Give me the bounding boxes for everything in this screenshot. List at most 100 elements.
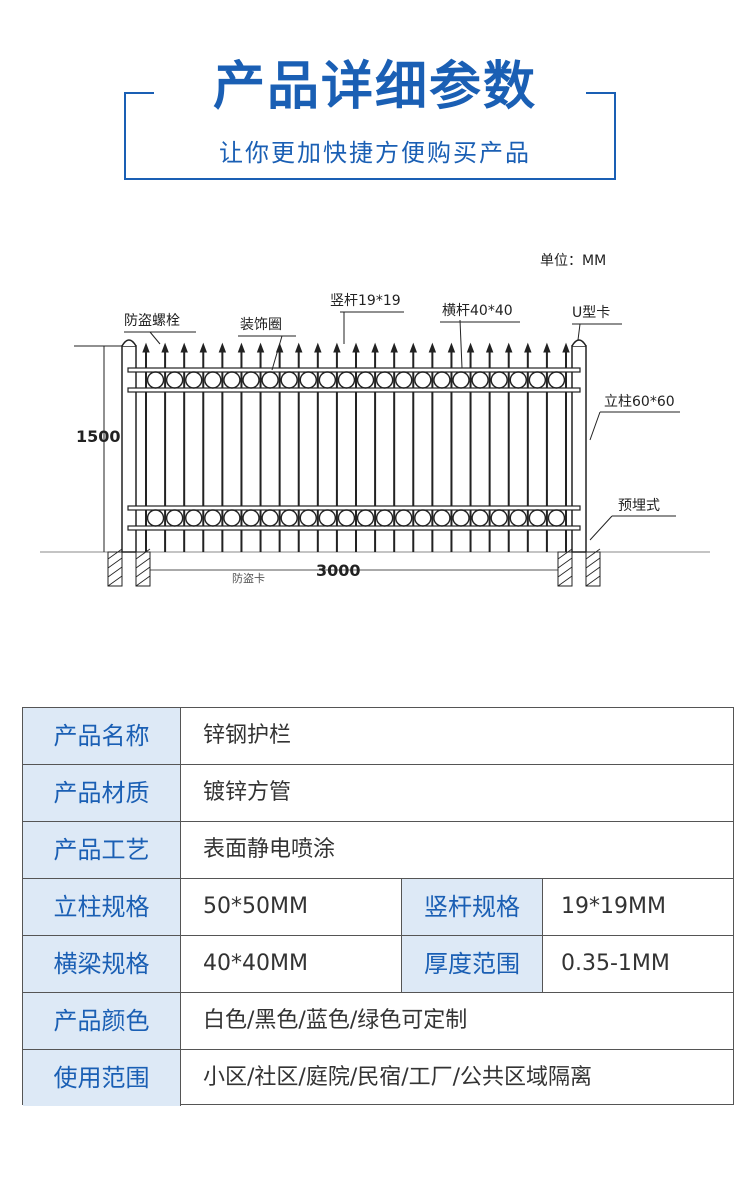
leader-line <box>589 515 613 541</box>
picket-spear <box>333 342 341 353</box>
decorative-ring <box>490 509 508 527</box>
picket-spear <box>543 342 551 353</box>
vertical-bar-label: 竖杆19*19 <box>330 293 401 309</box>
leader-line <box>577 323 581 341</box>
fence-diagram: 单位：MM 防盗螺栓 装饰圈 竖杆19*19 横杆40*40 U型卡 立柱60*… <box>0 240 750 610</box>
decorative-ring <box>185 509 203 527</box>
decorative-ring <box>375 371 394 389</box>
spec-value: 镀锌方管 <box>203 780 292 805</box>
decorative-ring <box>528 371 547 389</box>
decorative-ring <box>299 509 317 527</box>
decorative-ring <box>280 371 298 389</box>
decorative-ring <box>337 509 356 527</box>
decorative-ring <box>452 371 470 389</box>
spec-row-process: 产品工艺 表面静电喷涂 <box>23 822 733 879</box>
decorative-ring <box>318 509 337 527</box>
spec-row-color: 产品颜色 白色/黑色/蓝色/绿色可定制 <box>23 993 733 1050</box>
decorative-ring <box>165 371 184 389</box>
leader-line <box>589 411 601 441</box>
fence-post <box>571 345 587 553</box>
width-dimension-label: 3000 <box>316 561 361 580</box>
picket-spear <box>409 342 417 353</box>
spec-row-beam-size: 横梁规格 40*40MM 厚度范围 0.35-1MM <box>23 936 733 993</box>
decorative-ring <box>395 509 413 527</box>
spec-value-secondary: 19*19MM <box>561 894 666 919</box>
picket-spear <box>524 342 532 353</box>
decorative-ring <box>395 371 413 389</box>
picket-spear <box>390 342 398 353</box>
decorative-ring <box>337 371 356 389</box>
footing-hatch <box>135 548 151 560</box>
footing-hatch <box>107 548 123 560</box>
post-cap <box>121 339 137 347</box>
decorative-ring <box>509 371 527 389</box>
spec-row-material: 产品材质 镀锌方管 <box>23 765 733 822</box>
footing-hatch <box>557 548 573 560</box>
fence-post <box>121 345 137 553</box>
spec-row-usage: 使用范围 小区/社区/庭院/民宿/工厂/公共区域隔离 <box>23 1050 733 1107</box>
decorative-ring <box>261 509 279 527</box>
spec-value: 小区/社区/庭院/民宿/工厂/公共区域隔离 <box>203 1065 593 1090</box>
spec-value: 锌钢护栏 <box>203 723 292 748</box>
footing-hatch <box>585 566 601 578</box>
picket-spear <box>466 342 475 353</box>
picket-spear <box>371 342 379 353</box>
spec-label: 立柱规格 <box>23 879 181 935</box>
post-cap <box>571 339 587 347</box>
spec-label: 产品名称 <box>23 708 181 764</box>
decorative-ring <box>223 371 241 389</box>
spec-label: 使用范围 <box>23 1050 181 1106</box>
decorative-ring <box>414 371 432 389</box>
page-title: 产品详细参数 <box>212 57 537 117</box>
footing-hatch <box>135 557 151 569</box>
decorative-ring <box>204 371 222 389</box>
picket-spear <box>218 342 227 353</box>
spec-row-name: 产品名称 锌钢护栏 <box>23 708 733 765</box>
decorative-ring <box>375 509 394 527</box>
decorative-ring <box>242 371 260 389</box>
decorative-ring <box>433 371 451 389</box>
footing-hatch <box>135 575 151 587</box>
header-frame <box>124 92 616 180</box>
spec-value: 白色/黑色/蓝色/绿色可定制 <box>203 1008 468 1033</box>
picket-spear <box>256 342 265 353</box>
decorative-ring <box>528 509 547 527</box>
picket-spear <box>295 342 303 353</box>
anti-theft-bolt-label: 防盗螺栓 <box>124 313 180 329</box>
decorative-ring <box>185 371 203 389</box>
leader-line <box>271 335 283 371</box>
footing-hatch <box>585 548 601 560</box>
picket-spear <box>562 342 570 353</box>
footing-hatch <box>135 566 151 578</box>
post-label: 立柱60*60 <box>604 394 675 410</box>
decorative-ring <box>452 509 470 527</box>
footing-hatch <box>557 557 573 569</box>
decorative-ring <box>223 509 241 527</box>
height-dimension-label: 1500 <box>76 427 121 446</box>
decorative-ring <box>261 371 279 389</box>
picket-spear <box>142 342 150 353</box>
picket-spear <box>314 342 322 353</box>
picket-spear <box>180 342 188 353</box>
footing-hatch <box>557 575 573 587</box>
spec-label-secondary: 竖杆规格 <box>401 879 543 935</box>
unit-label: 单位：MM <box>540 253 607 269</box>
footing-hatch <box>107 575 123 587</box>
decorative-ring-label: 装饰圈 <box>240 317 282 333</box>
rail <box>127 387 581 393</box>
picket-spear <box>428 342 437 353</box>
footing-hatch <box>585 575 601 587</box>
spec-row-post-size: 立柱规格 50*50MM 竖杆规格 19*19MM <box>23 879 733 936</box>
decorative-ring <box>547 371 566 389</box>
spec-value: 40*40MM <box>203 951 308 976</box>
picket-spear <box>485 342 494 353</box>
picket-spear <box>161 342 169 353</box>
picket-spear <box>199 342 207 353</box>
decorative-ring <box>146 509 165 527</box>
spec-value: 50*50MM <box>203 894 308 919</box>
decorative-ring <box>146 371 165 389</box>
decorative-ring <box>471 371 489 389</box>
u-clip-label: U型卡 <box>572 305 611 321</box>
anti-theft-clip-label: 防盗卡 <box>232 572 265 585</box>
spec-value: 表面静电喷涂 <box>203 837 336 862</box>
